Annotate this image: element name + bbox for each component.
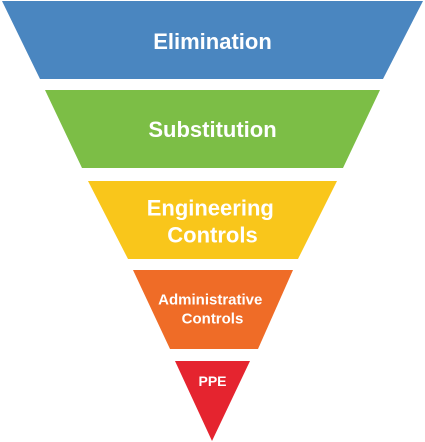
tier-label-administrative-controls: Administrative Controls bbox=[158, 291, 267, 327]
tier-label-ppe: PPE bbox=[198, 373, 226, 389]
tier-engineering-controls bbox=[88, 181, 337, 259]
tier-ppe bbox=[175, 361, 250, 441]
tier-label-engineering-controls: Engineering Controls bbox=[147, 195, 279, 247]
tier-label-line: PPE bbox=[198, 373, 226, 389]
tier-label-line: Controls bbox=[182, 310, 244, 327]
tier-label-substitution: Substitution bbox=[148, 117, 276, 142]
tier-label-elimination: Elimination bbox=[153, 29, 272, 54]
tier-label-line: Controls bbox=[167, 222, 257, 247]
tier-label-line: Substitution bbox=[148, 117, 276, 142]
tier-administrative-controls bbox=[133, 270, 293, 349]
tier-label-line: Engineering bbox=[147, 195, 274, 220]
tier-elimination bbox=[2, 1, 423, 79]
tier-label-line: Elimination bbox=[153, 29, 272, 54]
tier-substitution bbox=[45, 90, 380, 168]
tier-label-line: Administrative bbox=[158, 291, 262, 308]
